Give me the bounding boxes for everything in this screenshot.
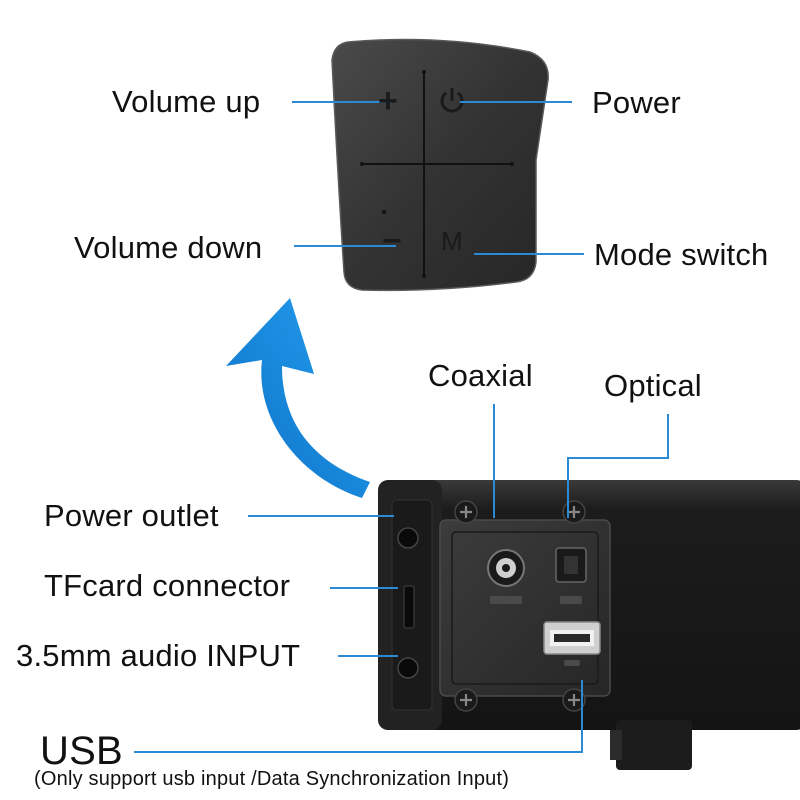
label-mode-switch: Mode switch xyxy=(594,237,769,272)
volume-up-mark: + xyxy=(378,82,399,120)
label-volume-down: Volume down xyxy=(74,230,263,265)
label-tfcard-connector: TFcard connector xyxy=(44,568,291,603)
label-audio-input: 3.5mm audio INPUT xyxy=(16,638,301,673)
curved-arrow-icon xyxy=(226,298,370,498)
label-usb-note: (Only support usb input /Data Synchroniz… xyxy=(34,768,510,790)
label-volume-up: Volume up xyxy=(112,84,261,119)
volume-down-mark: − xyxy=(382,222,403,260)
soundbar-device-icon xyxy=(378,480,800,770)
label-power-outlet: Power outlet xyxy=(44,498,219,533)
label-coaxial: Coaxial xyxy=(428,358,533,393)
label-usb: USB xyxy=(40,729,123,773)
label-power: Power xyxy=(592,85,681,120)
power-icon xyxy=(440,88,464,113)
mode-mark: M xyxy=(441,226,463,256)
label-optical: Optical xyxy=(604,368,702,403)
leader-lines xyxy=(134,101,669,753)
